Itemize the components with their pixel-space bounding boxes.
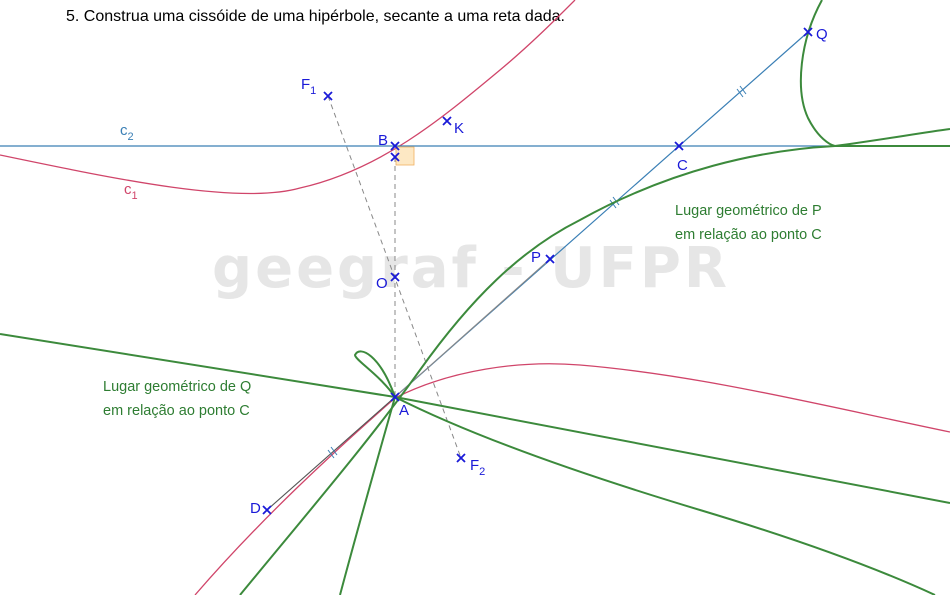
point-O-marker <box>390 272 400 282</box>
locus-P-line2: em relação ao ponto C <box>675 227 822 243</box>
point-F1-marker <box>323 91 333 101</box>
label-D: D <box>250 500 261 517</box>
label-B: B <box>378 132 388 149</box>
cissoid-upper-branch <box>239 128 950 595</box>
segment-AP <box>394 258 551 398</box>
hyperbola-lower-branch <box>194 363 950 595</box>
label-c2: c2 <box>120 122 134 143</box>
cissoid-loop <box>353 350 396 398</box>
label-P: P <box>531 249 541 266</box>
cissoid-lower-right <box>394 396 936 595</box>
label-O: O <box>376 275 388 292</box>
point-P-marker <box>545 254 555 264</box>
watermark: geegraf - UFPR <box>212 236 730 301</box>
hyperbola-upper-branch <box>0 0 576 195</box>
cissoid-top-right <box>799 0 950 148</box>
point-C-marker <box>674 141 684 151</box>
label-A: A <box>399 402 409 419</box>
point-A-marker <box>390 392 400 402</box>
point-K-marker <box>442 116 452 126</box>
locus-Q-line1: Lugar geométrico de Q <box>103 379 251 395</box>
point-Q-marker <box>803 27 813 37</box>
label-Q: Q <box>816 26 828 43</box>
label-C: C <box>677 157 688 174</box>
point-extra-marker <box>390 152 400 162</box>
point-D-marker <box>262 505 272 515</box>
label-K: K <box>454 120 464 137</box>
point-B-marker <box>390 141 400 151</box>
label-c1: c1 <box>124 181 138 202</box>
label-F2: F2 <box>470 457 485 478</box>
cissoid-lower-steep <box>339 396 396 595</box>
point-markers <box>262 27 813 515</box>
label-F1: F1 <box>301 76 316 97</box>
locus-P-line1: Lugar geométrico de P <box>675 203 822 219</box>
point-F2-marker <box>456 453 466 463</box>
exercise-title: 5. Construa uma cissóide de uma hipérbol… <box>66 8 565 25</box>
locus-Q-line2: em relação ao ponto C <box>103 403 250 419</box>
